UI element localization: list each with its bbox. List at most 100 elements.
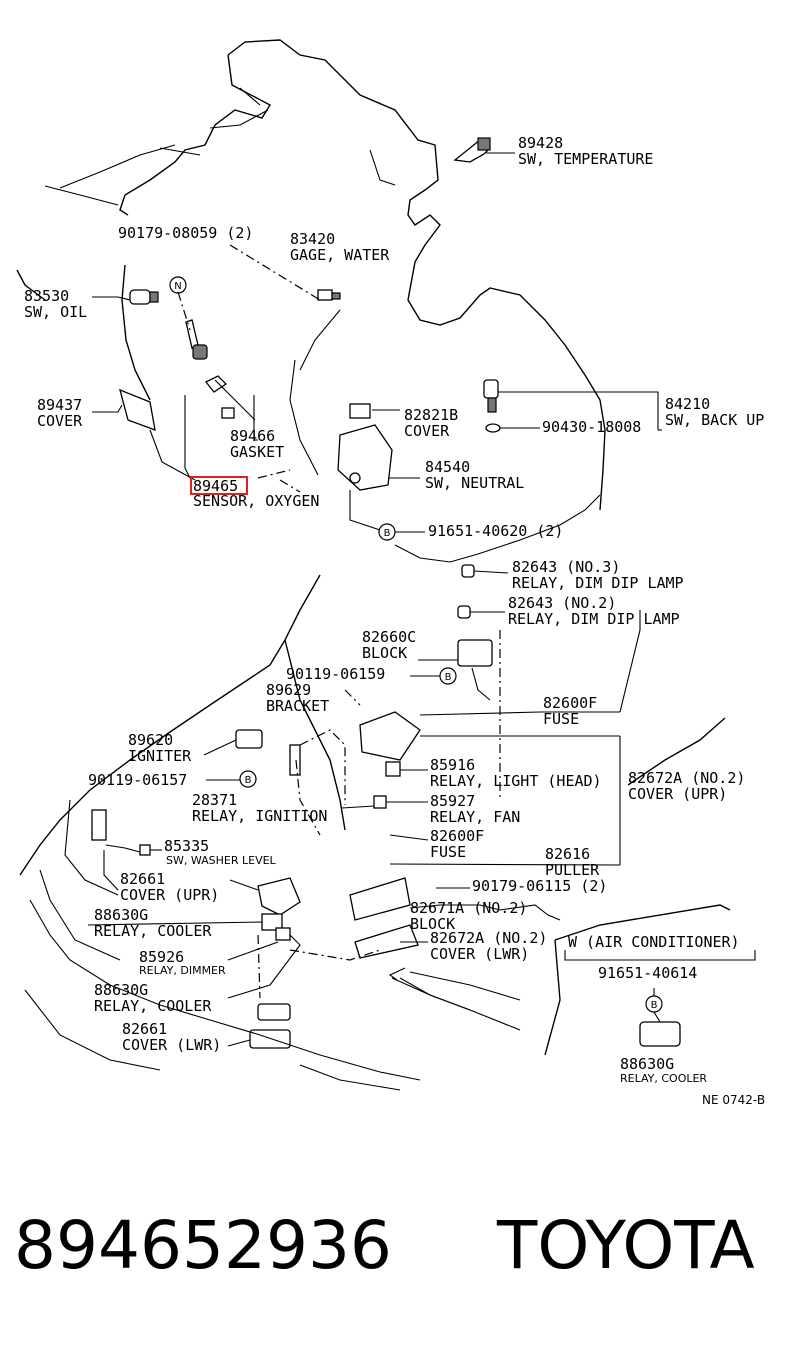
- fastener-symbol-b-block: B: [439, 667, 457, 685]
- block-82671a-shape: [349, 877, 411, 921]
- svg-text:85916: 85916: [430, 756, 475, 774]
- svg-text:91651-40614: 91651-40614: [598, 964, 697, 982]
- svg-text:BLOCK: BLOCK: [410, 915, 455, 933]
- footer-part-number: 894652936: [14, 1207, 392, 1284]
- dim-dip-relay-no3-shape: [461, 564, 475, 578]
- svg-text:BRACKET: BRACKET: [266, 697, 329, 715]
- svg-text:B: B: [445, 672, 452, 683]
- svg-text:COVER (UPR): COVER (UPR): [120, 886, 219, 904]
- svg-text:84540: 84540: [425, 458, 470, 476]
- svg-text:82821B: 82821B: [404, 406, 458, 424]
- svg-text:89629: 89629: [266, 681, 311, 699]
- part-label-82660c: 82660C BLOCK: [362, 628, 416, 662]
- svg-text:89465: 89465: [193, 477, 238, 495]
- part-label-82643-no3: 82643 (NO.3) RELAY, DIM DIP LAMP: [512, 558, 684, 592]
- relay-dimmer-shape: [275, 927, 291, 941]
- svg-text:RELAY, IGNITION: RELAY, IGNITION: [192, 807, 327, 825]
- part-label-84540: 84540 SW, NEUTRAL: [425, 458, 524, 492]
- leader-lines: [64, 152, 756, 1047]
- igniter-shape: [235, 729, 263, 749]
- footer-brand: TOYOTA: [496, 1207, 755, 1284]
- part-label-89620: 89620 IGNITER: [128, 731, 192, 765]
- svg-text:90430-18008: 90430-18008: [542, 418, 641, 436]
- part-label-89428: 89428 SW, TEMPERATURE: [518, 134, 653, 168]
- part-label-82600f-bottom: 82600F FUSE: [430, 827, 484, 861]
- svg-text:88630G: 88630G: [94, 906, 148, 924]
- svg-text:FUSE: FUSE: [430, 843, 466, 861]
- gasket-shape: [204, 375, 235, 419]
- body-outline: [19, 574, 731, 1091]
- part-label-85926: 85926 RELAY, DIMMER: [139, 948, 226, 977]
- part-label-90119-06157: 90119-06157: [88, 771, 187, 789]
- svg-text:90179-08059 (2): 90179-08059 (2): [118, 224, 253, 242]
- svg-text:GASKET: GASKET: [230, 443, 284, 461]
- cover-82661-lwr-shape: [249, 1003, 291, 1049]
- cover-89437-shape: [119, 388, 156, 432]
- svg-text:IGNITER: IGNITER: [128, 747, 192, 765]
- part-label-82821b: 82821B COVER: [404, 406, 458, 440]
- part-label-85927: 85927 RELAY, FAN: [430, 792, 520, 826]
- svg-text:RELAY, DIM DIP LAMP: RELAY, DIM DIP LAMP: [508, 610, 680, 628]
- part-label-82671a: 82671A (NO.2) BLOCK: [410, 899, 527, 933]
- bracket-89629-shape: [289, 744, 301, 776]
- svg-text:89428: 89428: [518, 134, 563, 152]
- part-label-89629: 89629 BRACKET: [266, 681, 329, 715]
- temperature-switch-shape: [453, 137, 491, 163]
- svg-text:89620: 89620: [128, 731, 173, 749]
- relay-fan-shape: [373, 795, 387, 809]
- svg-text:RELAY, DIMMER: RELAY, DIMMER: [139, 964, 226, 977]
- svg-text:82672A (NO.2): 82672A (NO.2): [628, 769, 745, 787]
- relay-light-shape: [385, 761, 401, 777]
- svg-text:82643 (NO.2): 82643 (NO.2): [508, 594, 616, 612]
- svg-text:82616: 82616: [545, 845, 590, 863]
- part-label-82672a-lwr: 82672A (NO.2) COVER (LWR): [430, 929, 547, 963]
- part-label-90179-06115: 90179-06115 (2): [472, 877, 607, 895]
- svg-text:83420: 83420: [290, 230, 335, 248]
- svg-text:COVER: COVER: [404, 422, 450, 440]
- engine-outline: [16, 39, 606, 511]
- svg-text:SW, TEMPERATURE: SW, TEMPERATURE: [518, 150, 653, 168]
- cover-82672a-lwr-shape: [354, 924, 419, 959]
- svg-text:N: N: [174, 281, 181, 292]
- part-label-82600f-top: 82600F FUSE: [543, 694, 597, 728]
- svg-text:B: B: [245, 775, 252, 786]
- svg-text:82661: 82661: [122, 1020, 167, 1038]
- svg-text:85335: 85335: [164, 837, 209, 855]
- part-label-82643-no2: 82643 (NO.2) RELAY, DIM DIP LAMP: [508, 594, 680, 628]
- svg-text:PULLER: PULLER: [545, 861, 600, 879]
- diagram-ref-code: NE 0742-B: [702, 1093, 765, 1107]
- svg-text:FUSE: FUSE: [543, 710, 579, 728]
- fastener-symbol-b-neutral: B: [378, 523, 396, 541]
- svg-text:91651-40620 (2): 91651-40620 (2): [428, 522, 563, 540]
- svg-text:RELAY, COOLER: RELAY, COOLER: [94, 922, 212, 940]
- fastener-symbol-n: N: [169, 276, 187, 294]
- part-label-85335: 85335 SW, WASHER LEVEL: [164, 837, 277, 867]
- svg-text:28371: 28371: [192, 791, 237, 809]
- part-label-83420: 83420 GAGE, WATER: [290, 230, 390, 264]
- svg-text:COVER (LWR): COVER (LWR): [430, 945, 529, 963]
- svg-text:90179-06115 (2): 90179-06115 (2): [472, 877, 607, 895]
- svg-text:89437: 89437: [37, 396, 82, 414]
- back-up-switch-shape: [483, 379, 501, 433]
- svg-text:82661: 82661: [120, 870, 165, 888]
- highlight-box: [190, 476, 248, 495]
- neutral-switch-shape: [337, 424, 393, 491]
- svg-text:B: B: [384, 528, 391, 539]
- part-label-82672a-upr: 82672A (NO.2) COVER (UPR): [628, 769, 745, 803]
- water-gage-shape: [317, 289, 341, 301]
- svg-text:COVER (UPR): COVER (UPR): [628, 785, 727, 803]
- svg-text:SW, OIL: SW, OIL: [24, 303, 87, 321]
- svg-text:SW, BACK UP: SW, BACK UP: [665, 411, 764, 429]
- part-label-91651-40614: 91651-40614: [598, 964, 697, 982]
- part-label-89466: 89466 GASKET: [230, 427, 284, 461]
- svg-text:RELAY, FAN: RELAY, FAN: [430, 808, 520, 826]
- footer: 894652936 TOYOTA: [14, 1207, 755, 1284]
- svg-text:SENSOR, OXYGEN: SENSOR, OXYGEN: [193, 492, 319, 510]
- fastener-symbol-b-igniter: B: [239, 770, 257, 788]
- svg-text:RELAY, COOLER: RELAY, COOLER: [620, 1072, 707, 1085]
- part-label-89465: 89465 SENSOR, OXYGEN: [190, 476, 319, 510]
- svg-text:83530: 83530: [24, 287, 69, 305]
- part-label-88630g-b: 88630G RELAY, COOLER: [94, 981, 212, 1015]
- part-label-88630g-aircon: 88630G RELAY, COOLER: [620, 1055, 707, 1085]
